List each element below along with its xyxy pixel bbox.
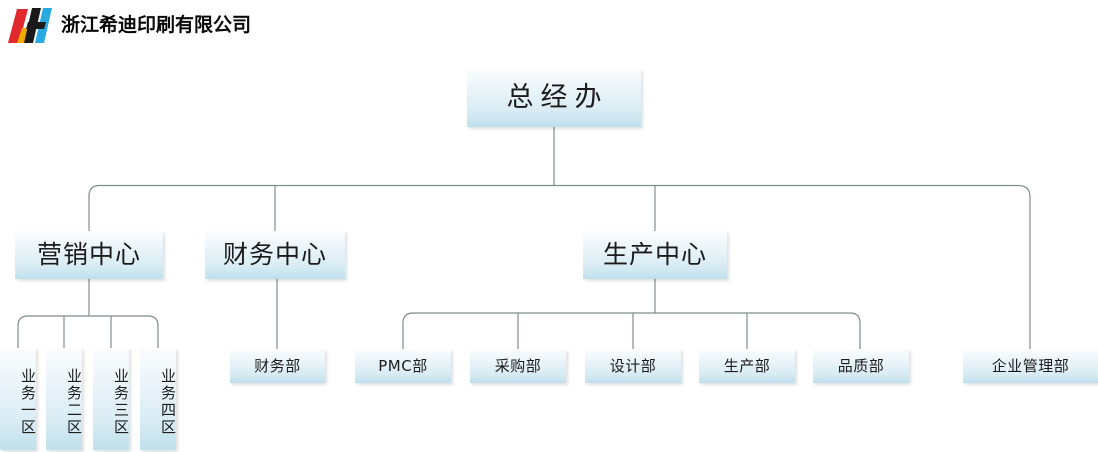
node-finance-dept[interactable]: 财务部 [230,349,325,383]
edge-prod-bus [402,312,861,349]
node-business-zone-1[interactable]: 业务一区 [0,348,37,450]
xidi-printing-logo [8,6,54,46]
node-purchasing-dept[interactable]: 采购部 [470,349,566,383]
node-business-zone-4[interactable]: 业务四区 [140,348,177,450]
node-quality-dept[interactable]: 品质部 [813,349,909,383]
node-enterprise-management-dept[interactable]: 企业管理部 [963,349,1098,383]
page-header: 浙江希迪印刷有限公司 [0,0,1098,50]
node-production-dept[interactable]: 生产部 [699,349,795,383]
edge-mkt-bus [17,315,159,348]
node-business-zone-3[interactable]: 业务三区 [93,348,130,450]
company-name: 浙江希迪印刷有限公司 [61,13,252,36]
node-general-manager-office[interactable]: 总经办 [467,69,641,127]
node-business-zone-2[interactable]: 业务二区 [46,348,83,450]
node-production-center[interactable]: 生产中心 [583,231,727,279]
node-marketing-center[interactable]: 营销中心 [15,231,163,279]
node-design-dept[interactable]: 设计部 [585,349,681,383]
node-finance-center[interactable]: 财务中心 [205,231,345,279]
node-pmc-dept[interactable]: PMC部 [355,349,451,383]
